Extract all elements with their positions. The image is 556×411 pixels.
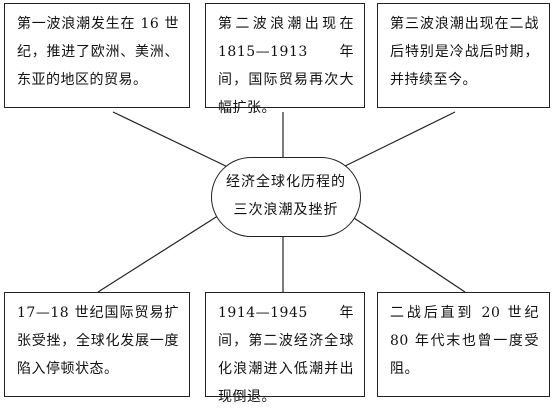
third-wave-box: 第三波浪潮出现在二战后特别是冷战后时期，并持续至今。 bbox=[377, 3, 550, 108]
second-setback-text: 1914—1945 年间，第二波经济全球化浪潮进入低潮并出现倒退。 bbox=[218, 305, 354, 405]
connector-top-right bbox=[338, 111, 456, 170]
second-wave-text: 第二波浪潮出现在 1815—1913 年间，国际贸易再次大幅扩张。 bbox=[218, 16, 354, 116]
third-setback-text: 二战后直到 20 世纪 80 年代末也曾一度受阻。 bbox=[390, 305, 539, 377]
second-wave-box: 第二波浪潮出现在 1815—1913 年间，国际贸易再次大幅扩张。 bbox=[205, 3, 365, 116]
connector-bottom-right bbox=[344, 211, 466, 293]
central-topic: 经济全球化历程的 三次浪潮及挫折 bbox=[211, 157, 361, 237]
central-topic-line2: 三次浪潮及挫折 bbox=[233, 202, 339, 218]
first-wave-box: 第一波浪潮发生在 16 世纪，推进了欧洲、美洲、东亚的地区的贸易。 bbox=[4, 3, 190, 108]
connector-bottom-left bbox=[97, 211, 225, 293]
first-setback-box: 17—18 世纪国际贸易扩张受挫，全球化发展一度陷入停顿状态。 bbox=[4, 292, 190, 397]
first-wave-text: 第一波浪潮发生在 16 世纪，推进了欧洲、美洲、东亚的地区的贸易。 bbox=[17, 16, 179, 88]
second-setback-box: 1914—1945 年间，第二波经济全球化浪潮进入低潮并出现倒退。 bbox=[205, 292, 365, 405]
third-setback-box: 二战后直到 20 世纪 80 年代末也曾一度受阻。 bbox=[377, 292, 550, 397]
third-wave-text: 第三波浪潮出现在二战后特别是冷战后时期，并持续至今。 bbox=[390, 16, 539, 88]
first-setback-text: 17—18 世纪国际贸易扩张受挫，全球化发展一度陷入停顿状态。 bbox=[17, 305, 179, 377]
connector-top-left bbox=[112, 111, 233, 170]
central-topic-line1: 经济全球化历程的 bbox=[226, 174, 346, 190]
